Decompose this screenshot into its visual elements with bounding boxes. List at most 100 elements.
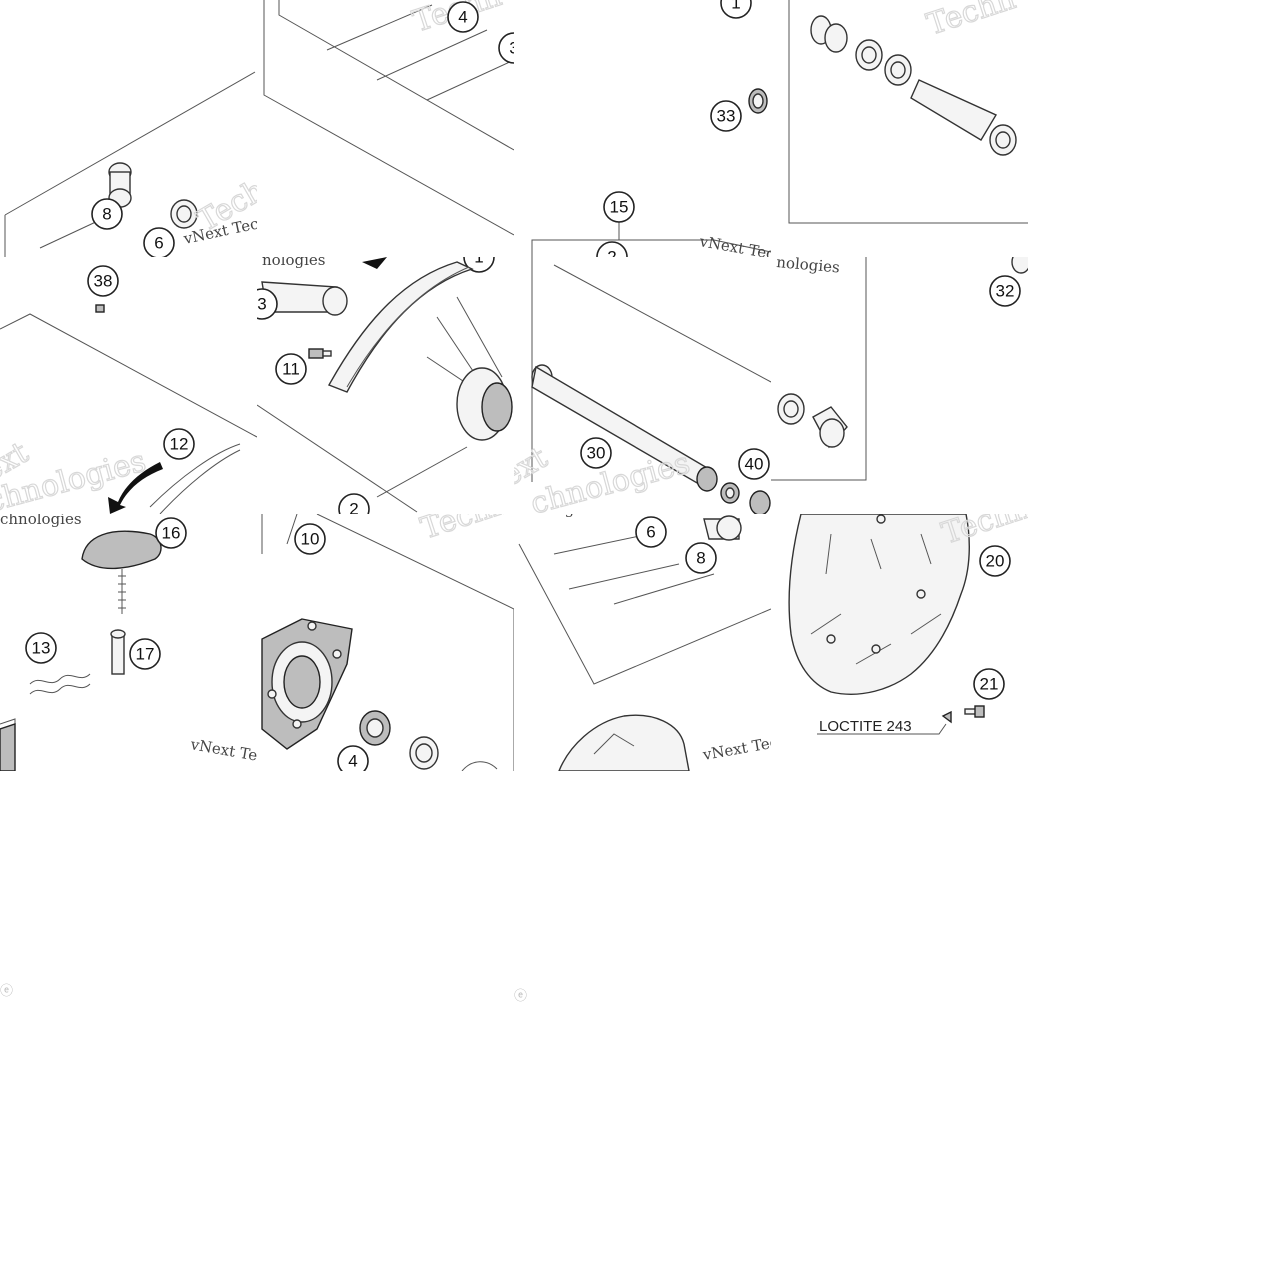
diagram-tile-r2-c2: chnologies 6 8 vNext Tec	[514, 514, 771, 771]
spacer-part	[703, 515, 742, 541]
svg-text:6: 6	[154, 234, 163, 253]
callout-2: 2	[338, 493, 370, 515]
tile-graphic: chnologies 16 13 17 vNext Tec	[0, 514, 257, 771]
callout-21: 21	[973, 668, 1005, 700]
svg-text:11: 11	[282, 360, 300, 379]
diagram-tile-r1-c3: nologies 32	[771, 257, 1028, 514]
seal-ring-part	[409, 736, 439, 770]
callout-8: 8	[91, 198, 123, 230]
watermark-text: vNext Tec	[188, 735, 257, 766]
tile-graphic: Techn 20 21 LOCTITE 243	[788, 514, 1028, 735]
watermark-outline: Techn	[417, 514, 514, 547]
svg-text:10: 10	[301, 530, 320, 549]
tile-graphic: 38 12 ext chnologies	[0, 265, 257, 514]
callout-3: 3	[498, 32, 514, 64]
callout-20: 20	[979, 545, 1011, 577]
tile-graphic: nologies 3 1	[257, 257, 513, 515]
callout-33: 33	[710, 100, 742, 132]
callout-30: 30	[580, 437, 612, 469]
callout-2: 2	[596, 241, 628, 258]
bearing-spacer-set	[810, 15, 1017, 156]
callout-40: 40	[738, 448, 770, 480]
callout-15: 15	[603, 191, 635, 223]
callout-32: 32	[989, 275, 1021, 307]
tile-graphic: 1 33 15 2 vNext Tec	[531, 0, 771, 258]
svg-text:3: 3	[509, 39, 514, 58]
callout-12: 12	[163, 428, 195, 460]
axle-nut-part	[720, 482, 740, 504]
spacer-part	[108, 162, 132, 208]
callout-3: 3	[257, 288, 278, 320]
tile-graphic: nologies 32	[771, 257, 1028, 481]
svg-text:40: 40	[745, 455, 764, 474]
bearing-part	[777, 393, 805, 425]
svg-text:1: 1	[731, 0, 740, 13]
direction-arrow	[108, 462, 163, 514]
diagram-tile-r0-c3: Techn	[771, 0, 1028, 257]
watermark-text: chnologies	[0, 514, 82, 528]
callout-38: 38	[87, 265, 119, 297]
diagram-tile-r0-c0: 8 6 Techn vNext Tec	[0, 0, 257, 257]
disc-screw-part	[941, 705, 985, 724]
spacer-part	[812, 406, 848, 449]
tile-graphic: chnologies 6 8 vNext Tec	[514, 514, 771, 771]
loctite-note: LOCTITE 243	[819, 718, 912, 735]
diagram-tile-r0-c2: 1 33 15 2 vNext Tec	[514, 0, 771, 257]
diagram-tile-r2-c1: 10 4 Techn	[257, 514, 514, 771]
seal-ring-part	[170, 199, 198, 229]
watermark-text: vNext Tec	[697, 232, 771, 257]
watermark-text: chnologies	[514, 514, 596, 518]
callout-4: 4	[337, 745, 369, 771]
svg-text:16: 16	[162, 524, 181, 543]
diagram-tile-r1-c2: 30 40 ext chnologies	[514, 257, 771, 514]
seal-part	[1011, 257, 1028, 274]
callout-17: 17	[129, 638, 161, 670]
diagram-tile-r1-c0: 38 12 ext chnologies	[0, 257, 257, 514]
callout-13: 13	[25, 632, 57, 664]
axle-part	[531, 364, 718, 492]
arrow-fragment	[362, 257, 387, 269]
svg-text:4: 4	[348, 752, 357, 771]
rim-tape-part	[29, 673, 91, 695]
svg-text:20: 20	[986, 552, 1005, 571]
svg-text:32: 32	[996, 282, 1015, 301]
valve-part	[110, 629, 126, 675]
callout-16: 16	[155, 517, 187, 549]
svg-text:8: 8	[696, 549, 705, 568]
watermark-outline: Techn	[938, 514, 1028, 552]
svg-text:15: 15	[610, 198, 629, 217]
watermark-text: nologies	[776, 257, 841, 277]
callout-6: 6	[143, 227, 175, 257]
edge-watermark-fragment: ⓔ	[0, 984, 14, 999]
tile-graphic: 10 4 Techn	[261, 514, 514, 771]
sleeve-part	[261, 281, 348, 316]
callout-10: 10	[294, 523, 326, 555]
dust-seal-part	[748, 88, 768, 114]
edge-watermark-fragment: ⓔ	[514, 989, 528, 1004]
svg-text:2: 2	[349, 500, 358, 515]
svg-text:13: 13	[32, 639, 51, 658]
svg-text:2: 2	[607, 248, 616, 258]
svg-text:4: 4	[458, 8, 467, 27]
watermark-text: vNext Tec	[701, 733, 771, 764]
tile-graphic: 30 40 ext chnologies	[514, 257, 771, 514]
tile-graphic: Techn 4 3	[263, 0, 514, 236]
watermark-outline: Techn	[923, 0, 1020, 43]
bearing-part	[359, 710, 391, 746]
svg-text:17: 17	[136, 645, 155, 664]
svg-text:8: 8	[102, 205, 111, 224]
rim-lock-part	[81, 530, 162, 614]
callout-8: 8	[685, 542, 717, 574]
svg-text:33: 33	[717, 107, 736, 126]
svg-text:12: 12	[170, 435, 189, 454]
callout-1: 1	[720, 0, 752, 19]
svg-text:38: 38	[94, 272, 113, 291]
diagram-tile-r2-c0: chnologies 16 13 17 vNext Tec	[0, 514, 257, 771]
callout-6: 6	[635, 516, 667, 548]
svg-text:3: 3	[257, 295, 266, 314]
brake-disc-part	[788, 514, 970, 695]
hub-flange-part	[261, 618, 353, 750]
hub-part	[456, 367, 513, 441]
screw-part	[95, 304, 105, 313]
